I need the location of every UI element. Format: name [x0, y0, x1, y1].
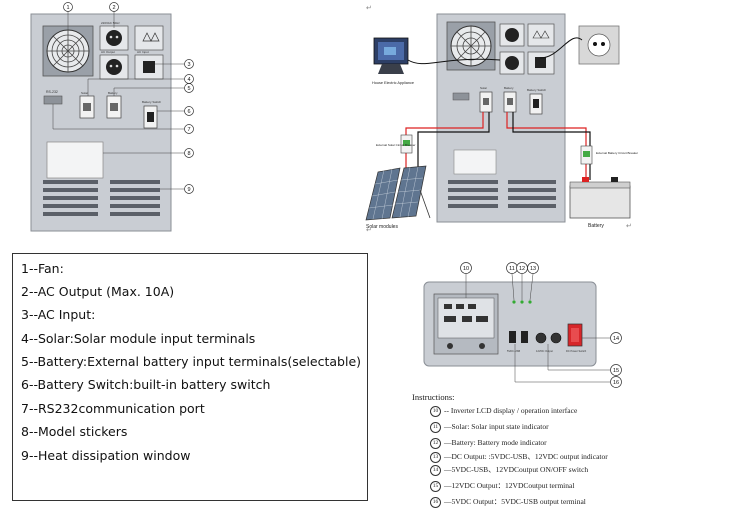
- callout-7: 7: [187, 127, 190, 133]
- breaker-label-battery: Battery: [108, 91, 118, 95]
- lcd-button-left: [447, 343, 453, 349]
- legend-item: 8--Model stickers: [21, 424, 128, 439]
- rs232-label: RS-232: [46, 90, 58, 94]
- instruction-text: —5VDC Output：5VDC-USB output terminal: [444, 497, 586, 506]
- lcd-button-right: [479, 343, 485, 349]
- heat-vents: [43, 180, 160, 216]
- terminal-label-switch: Battery Switch: [527, 88, 547, 92]
- callout-2: 2: [112, 5, 115, 11]
- instruction-text: —Battery: Battery mode indicator: [444, 438, 547, 448]
- instruction-num: 11: [430, 422, 441, 433]
- callout-14: 14: [613, 336, 619, 342]
- dc-output-label: 12VDC Output: [536, 349, 553, 353]
- instruction-num: 16: [430, 496, 441, 508]
- solar-modules-icon: [365, 165, 431, 221]
- legend-item: 4--Solar:Solar module input terminals: [21, 331, 256, 346]
- usb-label: 5VDC-USB: [507, 349, 520, 353]
- battery-icon: [569, 177, 631, 219]
- front-panel-diagram: RS-232 1 2 3 4 5 6 7 8 9: [30, 2, 194, 232]
- switch-label: DC Power Switch: [566, 349, 587, 353]
- side-panel-diagram: 5VDC-USB 12VDC Output DC Power Switch 10…: [423, 262, 622, 388]
- dc-output-terminal: [535, 332, 547, 344]
- instructions-title: Instructions:: [412, 392, 455, 402]
- legend-item: 5--Battery:External battery input termin…: [21, 354, 362, 369]
- return-mark: ↵: [366, 4, 372, 12]
- instruction-text: —Solar: Solar input state indicator: [444, 422, 549, 432]
- solar-modules-label: Solar modules: [366, 224, 398, 230]
- ac-input-socket: [134, 54, 164, 80]
- breaker-label-switch: Battery Switch: [142, 100, 162, 104]
- socket-label-1: 220VAC 50Hz: [101, 21, 120, 25]
- breaker-label-solar: Solar: [81, 91, 88, 95]
- battery-breaker-label: External Battery Circuit Breaker: [596, 151, 638, 155]
- instruction-item: 15—12VDC Output：12VDCoutput terminal: [430, 480, 574, 492]
- parts-legend: 1--Fan: 2--AC Output (Max. 10A) 3--AC In…: [12, 253, 368, 501]
- monitor-icon: [373, 37, 409, 74]
- rs232-port: [43, 95, 63, 105]
- instruction-item: 13—DC Output: :5VDC-USB、12VDC output ind…: [430, 451, 608, 463]
- callout-16: 16: [613, 380, 619, 386]
- instruction-num: 15: [430, 480, 441, 492]
- return-mark: ↵: [626, 222, 632, 230]
- callout-4: 4: [187, 77, 190, 83]
- legend-item: 1--Fan:: [21, 261, 64, 276]
- callout-9: 9: [187, 187, 190, 193]
- callout-3: 3: [187, 62, 190, 68]
- instruction-num: 13: [430, 451, 441, 463]
- instruction-num: 10: [430, 406, 441, 417]
- terminal-label-solar: Solar: [480, 86, 487, 90]
- socket-label-3: AC Input: [137, 50, 149, 54]
- model-sticker: [46, 141, 104, 179]
- legend-item: 3--AC Input:: [21, 307, 96, 322]
- solar-breaker-label: External Solar Circuit Breaker: [376, 143, 416, 147]
- instruction-text: -- Inverter LCD display / operation inte…: [444, 406, 578, 416]
- instruction-item: 16—5VDC Output：5VDC-USB output terminal: [430, 496, 586, 508]
- callout-12: 12: [519, 266, 525, 272]
- callout-11: 11: [509, 266, 515, 272]
- callout-1: 1: [66, 5, 69, 11]
- house-appliance-label: House Electric Appliance: [372, 81, 414, 85]
- wiring-diagram: House Electric Appliance Solar Battery B…: [365, 13, 638, 230]
- callout-15: 15: [613, 368, 619, 374]
- callout-13: 13: [530, 266, 536, 272]
- return-mark: ↵: [366, 226, 372, 234]
- instructions: Instructions: 10-- Inverter LCD display …: [412, 392, 724, 508]
- instruction-text: —DC Output: :5VDC-USB、12VDC output indic…: [444, 452, 608, 461]
- legend-item: 7--RS232communication port: [21, 401, 205, 416]
- battery-label: Battery: [588, 223, 604, 229]
- instruction-text: —12VDC Output：12VDCoutput terminal: [444, 481, 575, 490]
- instruction-num: 12: [430, 438, 441, 449]
- instruction-item: 14—5VDC-USB、12VDCoutput ON/OFF switch: [430, 464, 588, 476]
- callout-8: 8: [187, 151, 190, 157]
- legend-item: 2--AC Output (Max. 10A): [21, 284, 175, 299]
- instruction-item: 11—Solar: Solar input state indicator: [430, 422, 549, 433]
- dc-output-terminal-2: [550, 332, 562, 344]
- terminal-label-battery: Battery: [504, 86, 514, 90]
- instruction-item: 10-- Inverter LCD display / operation in…: [430, 406, 577, 417]
- socket-label-2: AC Output: [101, 50, 115, 54]
- callout-5: 5: [187, 86, 190, 92]
- instruction-num: 14: [430, 464, 441, 476]
- instruction-text: —5VDC-USB、12VDCoutput ON/OFF switch: [444, 465, 589, 474]
- legend-item: 6--Battery Switch:built-in battery switc…: [21, 377, 271, 392]
- warning-icon: [142, 32, 152, 42]
- callout-6: 6: [187, 109, 190, 115]
- callout-10: 10: [463, 266, 469, 272]
- legend-item: 9--Heat dissipation window: [21, 448, 191, 463]
- instruction-item: 12—Battery: Battery mode indicator: [430, 438, 547, 449]
